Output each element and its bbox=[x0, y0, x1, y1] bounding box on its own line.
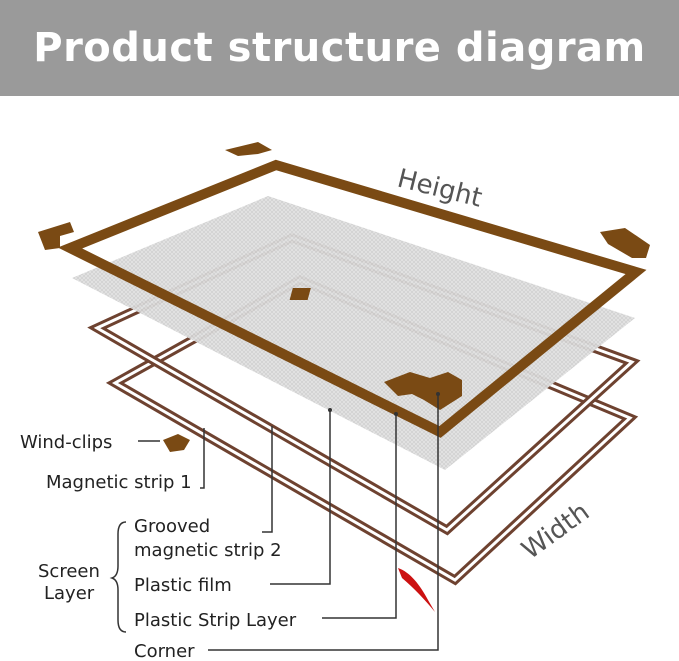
wind-clip-icon bbox=[163, 434, 190, 452]
grooved-label-line2: magnetic strip 2 bbox=[134, 540, 282, 561]
screen-layer-label-line2: Layer bbox=[44, 583, 95, 604]
adhesive-tape bbox=[398, 568, 435, 612]
magnetic-strip-1-label: Magnetic strip 1 bbox=[46, 472, 192, 493]
corner-label: Corner bbox=[134, 641, 195, 661]
leader-lines bbox=[138, 394, 439, 651]
corner-right bbox=[600, 228, 650, 258]
title-banner: Product structure diagram bbox=[0, 0, 679, 96]
plastic-strip-layer-label: Plastic Strip Layer bbox=[134, 610, 297, 631]
page-title: Product structure diagram bbox=[33, 25, 646, 71]
screen-layer-brace bbox=[109, 521, 127, 633]
plastic-film-label: Plastic film bbox=[134, 575, 232, 596]
grooved-label-line1: Grooved bbox=[134, 516, 210, 537]
corner-dot bbox=[436, 392, 440, 396]
wind-clip-center bbox=[289, 288, 311, 300]
wind-clips-label: Wind-clips bbox=[20, 432, 112, 453]
corner-top-left bbox=[38, 222, 74, 250]
strip-layer-dot bbox=[394, 412, 398, 416]
mesh-screen bbox=[72, 196, 635, 470]
screen-layer-label-line1: Screen bbox=[38, 561, 100, 582]
plastic-film-dot bbox=[328, 408, 332, 412]
corner-top bbox=[225, 142, 272, 156]
magnetic-strip-frame bbox=[57, 159, 647, 438]
corner-bottom bbox=[384, 372, 462, 410]
